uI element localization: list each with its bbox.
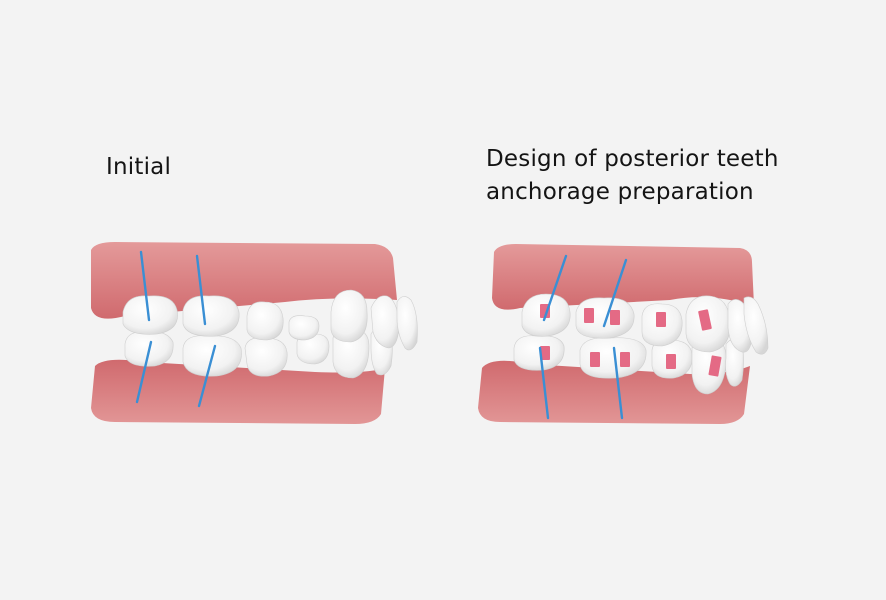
upper-gum — [492, 244, 754, 310]
initial-label: Initial — [106, 154, 172, 180]
design-label-line2: anchorage preparation — [486, 179, 754, 205]
tooth-axis-lines — [135, 250, 217, 408]
design-dental-model — [470, 238, 770, 430]
design-label: Design of posterior teeth anchorage prep… — [486, 143, 779, 209]
lower-gum — [91, 359, 385, 424]
initial-dental-model — [85, 238, 425, 430]
tooth-axis-lines — [538, 254, 628, 420]
design-label-line1: Design of posterior teeth — [486, 146, 779, 172]
